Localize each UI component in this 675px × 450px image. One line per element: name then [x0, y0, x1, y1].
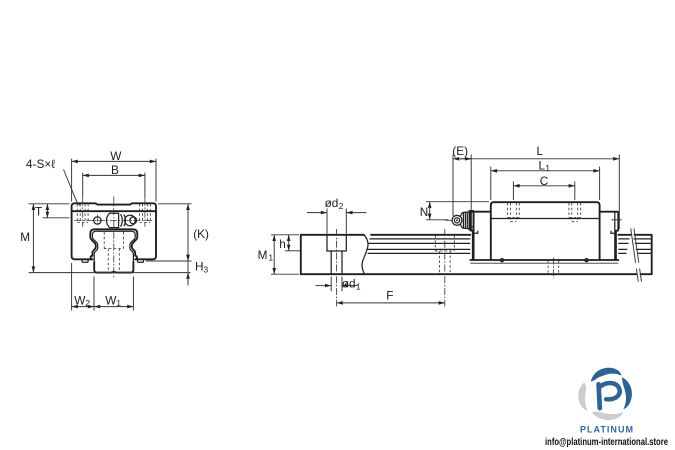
svg-text:L: L [539, 158, 546, 172]
svg-text:4-S×ℓ: 4-S×ℓ [26, 157, 55, 171]
svg-text:ød: ød [342, 277, 356, 291]
svg-text:W: W [110, 149, 122, 163]
svg-text:PLATINUM: PLATINUM [580, 425, 634, 435]
svg-text:1: 1 [268, 253, 273, 263]
svg-text:3: 3 [203, 265, 208, 275]
svg-text:1: 1 [545, 163, 550, 173]
svg-text:H: H [195, 260, 204, 274]
svg-text:W: W [74, 293, 86, 307]
svg-text:1: 1 [116, 298, 121, 308]
svg-text:B: B [111, 163, 119, 177]
svg-text:W: W [105, 293, 117, 307]
svg-text:2: 2 [85, 298, 90, 308]
svg-text:h: h [279, 237, 286, 251]
svg-text:F: F [386, 288, 393, 302]
svg-text:(K): (K) [193, 227, 209, 241]
svg-text:M: M [258, 248, 268, 262]
svg-text:2: 2 [339, 201, 344, 211]
svg-text:ød: ød [325, 196, 339, 210]
svg-text:M: M [20, 230, 30, 244]
svg-text:N: N [420, 205, 429, 219]
svg-text:(E): (E) [452, 144, 468, 158]
svg-text:C: C [540, 174, 549, 188]
svg-text:info@platinum-international.st: info@platinum-international.store [545, 437, 668, 448]
svg-text:L: L [537, 144, 544, 158]
svg-text:T: T [35, 204, 42, 218]
svg-text:1: 1 [356, 282, 361, 292]
